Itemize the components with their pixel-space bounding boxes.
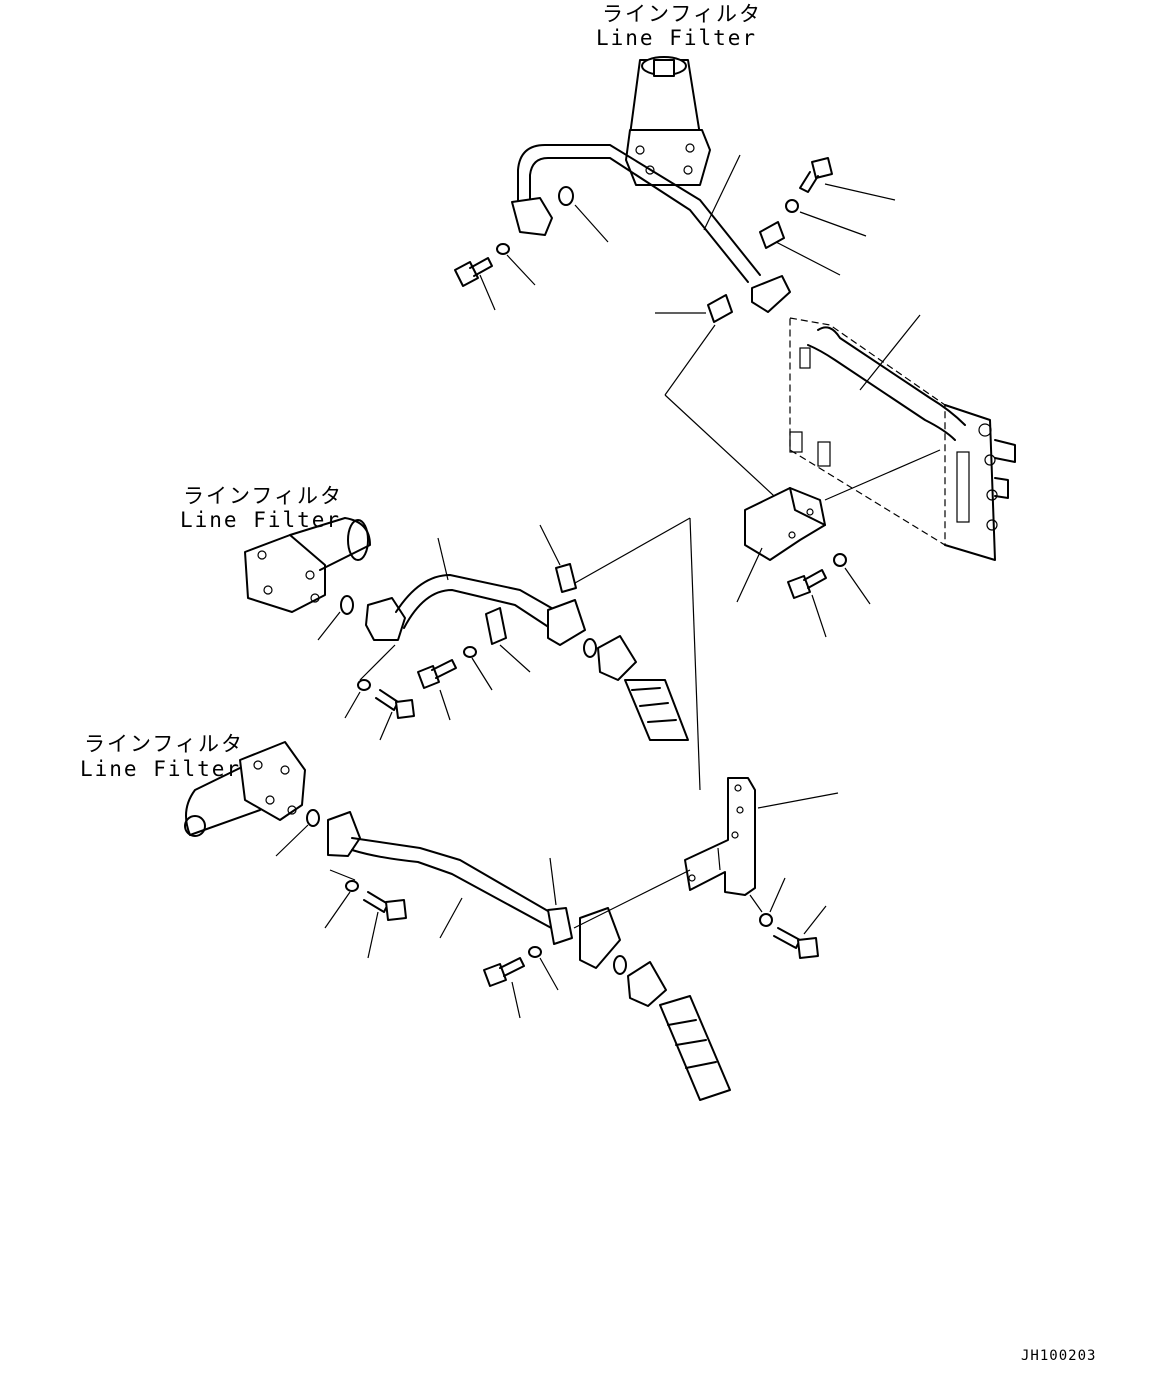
middle-o-ring-flange — [583, 638, 597, 658]
middle-bolt-a — [417, 659, 457, 689]
bottom-washer-a — [345, 880, 359, 892]
middle-bolt-b — [375, 689, 415, 719]
bottom-line-filter — [184, 741, 306, 837]
bottom-bracket-bolt — [773, 927, 819, 959]
middle-hose — [597, 635, 689, 741]
middle-o-ring — [340, 595, 354, 615]
top-label-en: Line Filter — [596, 26, 758, 50]
bottom-label-en: Line Filter — [80, 757, 242, 781]
bottom-bolt-b — [483, 957, 525, 987]
bottom-label-jp: ラインフィルタ — [84, 732, 244, 756]
middle-clamp-upper — [555, 563, 577, 593]
middle-leaders — [317, 517, 701, 791]
bracket-bolt-middle — [787, 569, 827, 599]
middle-clamp-lower — [485, 607, 507, 645]
drawing-code: JH100203 — [1021, 1348, 1097, 1364]
middle-line-filter — [244, 517, 371, 613]
top-bolt-left — [454, 257, 493, 287]
bottom-bolt-a — [363, 891, 407, 921]
bottom-bracket — [684, 777, 756, 896]
bracket-washer-middle — [833, 553, 847, 567]
cooler-panel — [789, 314, 1016, 561]
top-bolt-right — [799, 157, 833, 193]
bottom-washer-b — [528, 946, 542, 958]
top-o-ring — [558, 186, 574, 206]
bracket-right-middle — [744, 487, 826, 561]
middle-label-en: Line Filter — [180, 508, 342, 532]
top-clamp-lower — [707, 294, 733, 323]
top-washer-left — [496, 243, 510, 255]
top-pipe — [511, 144, 791, 313]
right-middle-leaders — [736, 547, 871, 638]
bottom-pipe — [327, 811, 621, 969]
middle-washer — [463, 646, 477, 658]
middle-label-jp: ラインフィルタ — [183, 484, 343, 508]
bottom-bracket-washer — [759, 913, 773, 927]
top-washer-right — [785, 199, 799, 213]
bottom-hose — [627, 961, 731, 1101]
bottom-leaders — [275, 792, 839, 1019]
top-line-filter — [625, 56, 711, 186]
top-label-jp: ラインフィルタ — [602, 2, 762, 26]
middle-washer-b — [357, 679, 371, 691]
bottom-o-ring — [306, 809, 320, 827]
middle-pipe — [365, 574, 586, 646]
top-clamp-upper — [759, 221, 785, 249]
bottom-o-ring-flange — [613, 955, 627, 975]
